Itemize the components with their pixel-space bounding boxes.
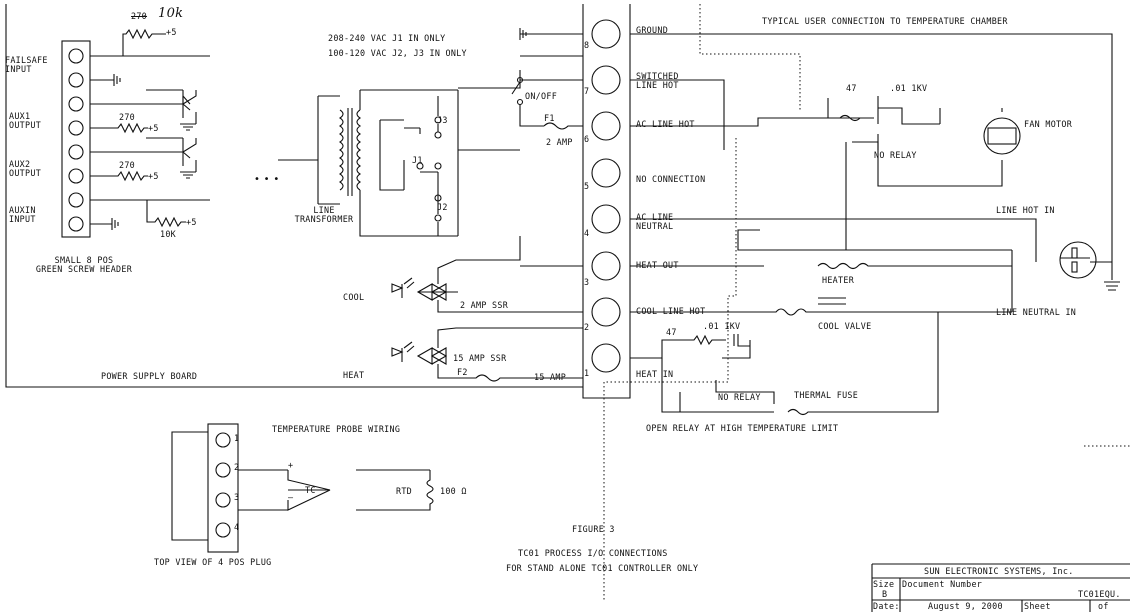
jumper-j2-label: J2 — [437, 202, 448, 212]
terminal-block — [591, 19, 621, 373]
of-label: of — [1098, 601, 1109, 611]
voltage-j1-note: 208-240 VAC J1 IN ONLY — [328, 33, 446, 43]
terminal-label-cool-line-hot: COOL LINE HOT — [636, 306, 706, 316]
terminal-number-4: 4 — [584, 228, 590, 238]
thermal-fuse-label: THERMAL FUSE — [794, 390, 859, 400]
terminal-label-ground: GROUND — [636, 25, 669, 35]
power-supply-board-outline — [5, 4, 631, 399]
cool-ssr-label: COOL — [343, 292, 365, 302]
no-relay-bottom-label: NO RELAY — [718, 392, 761, 402]
jumper-j3-label: J3 — [437, 115, 448, 125]
continuation-dots: • • • — [254, 174, 280, 185]
fuse-f2-label: F2 — [457, 367, 468, 377]
title-block-frame — [871, 563, 1130, 612]
size-value: B — [882, 589, 888, 599]
probe-wiring-title: TEMPERATURE PROBE WIRING — [272, 424, 401, 434]
probe-pin-2: 2 — [234, 462, 240, 472]
probe-plug-4pos — [171, 423, 434, 553]
jumper-j1-label: J1 — [412, 155, 423, 165]
terminal-number-8: 8 — [584, 40, 590, 50]
tc-plus-sign: + — [288, 460, 294, 470]
aux1-resistor-label: 270 — [119, 112, 136, 122]
figure-number: FIGURE 3 — [572, 524, 615, 534]
terminal-label-ac-line-neutral: AC LINE NEUTRAL — [636, 212, 674, 231]
fuse-f1-rating: 2 AMP — [546, 137, 573, 147]
screw-header-8pos — [61, 28, 210, 238]
fuse-f2-rating: 15 AMP — [534, 372, 567, 382]
terminal-label-no-connection: NO CONNECTION — [636, 174, 706, 184]
fuse-f1-label: F1 — [544, 113, 555, 123]
screw-header-caption: SMALL 8 POS GREEN SCREW HEADER — [35, 255, 133, 274]
date-label: Date: — [873, 601, 900, 611]
power-supply-board-label: POWER SUPPLY BOARD — [101, 371, 198, 381]
auxin-plus5-label: +5 — [186, 217, 197, 227]
snubber-bottom-capacitor: .01 1KV — [703, 321, 741, 331]
date-value: August 9, 2000 — [928, 601, 1003, 611]
user-connection-title: TYPICAL USER CONNECTION TO TEMPERATURE C… — [762, 16, 1008, 26]
ssr-15amp-label: 15 AMP SSR — [453, 353, 507, 363]
ssr-2amp-label: 2 AMP SSR — [460, 300, 509, 310]
terminal-label-heat-in: HEAT IN — [636, 369, 674, 379]
tc-minus-sign: – — [288, 492, 294, 502]
rtd-label: RTD — [396, 486, 413, 496]
terminal-number-7: 7 — [584, 86, 590, 96]
snubber-top-resistor: 47 — [846, 83, 857, 93]
auxin-input-label: AUXIN INPUT — [9, 205, 36, 224]
thermocouple-label: TC — [305, 485, 316, 495]
aux2-resistor-label: 270 — [119, 160, 136, 170]
solid-state-relays — [391, 236, 583, 382]
rtd-value-label: 100 Ω — [440, 486, 467, 496]
fan-motor-label: FAN MOTOR — [1024, 119, 1073, 129]
probe-pin-3: 3 — [234, 492, 240, 502]
aux2-plus5-label: +5 — [148, 171, 159, 181]
resistor-label-struck: 270 — [131, 11, 148, 21]
aux1-output-label: AUX1 OUTPUT — [9, 111, 42, 130]
voltage-j2-note: 100-120 VAC J2, J3 IN ONLY — [328, 48, 467, 58]
user-connection-wiring — [630, 33, 1120, 416]
size-label: Size — [873, 579, 895, 589]
on-off-switch-label: ON/OFF — [525, 91, 558, 101]
terminal-number-2: 2 — [584, 322, 590, 332]
probe-pin-4: 4 — [234, 522, 240, 532]
aux2-output-label: AUX2 OUTPUT — [9, 159, 42, 178]
resistor-label-handwritten: 10k — [158, 6, 184, 21]
line-hot-in-label: LINE HOT IN — [996, 205, 1055, 215]
terminal-label-switched-line-hot: SWITCHED LINE HOT — [636, 71, 679, 90]
no-relay-top-label: NO RELAY — [874, 150, 917, 160]
company-name: SUN ELECTRONIC SYSTEMS, Inc. — [924, 566, 1074, 576]
heat-ssr-label: HEAT — [343, 370, 365, 380]
auxin-resistor-label: 10K — [160, 229, 177, 239]
terminal-number-6: 6 — [584, 134, 590, 144]
power-plug-symbol — [1059, 241, 1097, 279]
terminal-label-heat-out: HEAT OUT — [636, 260, 679, 270]
heater-label: HEATER — [822, 275, 855, 285]
plug-caption: TOP VIEW OF 4 POS PLUG — [154, 557, 272, 567]
terminal-label-ac-line-hot: AC LINE HOT — [636, 119, 695, 129]
document-number-label: Document Number — [902, 579, 983, 589]
probe-pin-1: 1 — [234, 433, 240, 443]
line-neutral-in-label: LINE NEUTRAL IN — [996, 307, 1077, 317]
cool-valve-label: COOL VALVE — [818, 321, 872, 331]
figure-subtitle: FOR STAND ALONE TC01 CONTROLLER ONLY — [506, 563, 699, 573]
terminal-number-1: 1 — [584, 368, 590, 378]
plus5-label: +5 — [166, 27, 177, 37]
aux1-plus5-label: +5 — [148, 123, 159, 133]
fan-motor-symbol — [983, 108, 1021, 164]
line-transformer — [278, 89, 520, 237]
terminal-number-5: 5 — [584, 181, 590, 191]
open-relay-note: OPEN RELAY AT HIGH TEMPERATURE LIMIT — [646, 423, 839, 433]
terminal-number-3: 3 — [584, 277, 590, 287]
document-number-value: TC01EQU. — [1078, 589, 1121, 599]
figure-title: TC01 PROCESS I/O CONNECTIONS — [518, 548, 668, 558]
failsafe-input-label: FAILSAFE INPUT — [5, 55, 48, 74]
chamber-boundary-dotted — [603, 4, 1130, 600]
snubber-bottom-resistor: 47 — [666, 327, 677, 337]
snubber-top-capacitor: .01 1KV — [890, 83, 928, 93]
switch-and-fuse-f1 — [458, 28, 583, 130]
line-transformer-label: LINE TRANSFORMER — [294, 205, 354, 224]
sheet-label: Sheet — [1024, 601, 1051, 611]
